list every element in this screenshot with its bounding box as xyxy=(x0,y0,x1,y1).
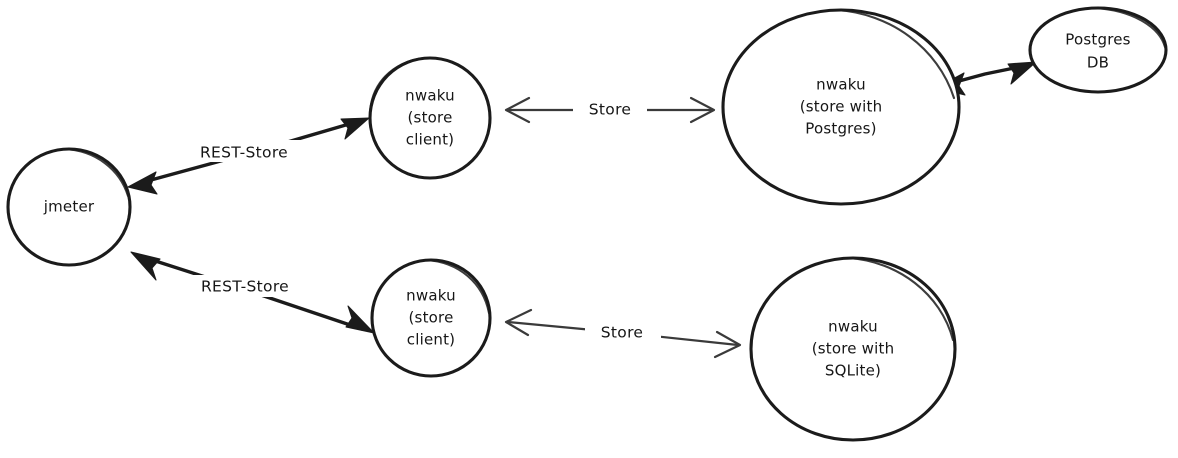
node-nwaku-postgres-label-line3: Postgres) xyxy=(805,120,876,138)
node-store-client-bottom-overdraw xyxy=(424,258,491,315)
node-nwaku-postgres-overdraw xyxy=(834,8,956,100)
node-store-client-bottom-label-line1: nwaku xyxy=(406,287,456,305)
node-nwaku-postgres-label-line2: (store with xyxy=(800,98,883,116)
edge-rest-store-bottom-label-plate xyxy=(182,275,309,297)
node-nwaku-postgres-label-line1: nwaku xyxy=(816,76,866,94)
node-jmeter-overdraw xyxy=(61,147,130,198)
node-store-client-top-overdraw xyxy=(368,56,426,116)
edge-store-bottom-arrowhead-right xyxy=(713,330,742,359)
node-store-client-bottom-label-line2: (store xyxy=(409,309,454,327)
edge-rest-store-top[interactable]: REST-Store xyxy=(127,117,370,195)
node-jmeter[interactable]: jmeter xyxy=(6,147,132,267)
node-nwaku-sqlite-label-line1: nwaku xyxy=(828,318,878,336)
edge-rest-store-top-arrowhead-left xyxy=(127,171,158,195)
edge-store-bottom-arrowhead-left xyxy=(504,308,533,337)
edge-store-top-arrowhead-left xyxy=(504,96,531,124)
edge-rest-store-top-label-plate xyxy=(181,140,306,162)
edge-store-bottom-label-plate xyxy=(585,321,661,343)
node-store-client-top-shape xyxy=(368,56,492,180)
edge-rest-store-top-label: REST-Store xyxy=(200,144,288,162)
edge-store-top-label-plate xyxy=(573,99,647,121)
node-postgres-db-label-line1: Postgres xyxy=(1065,31,1130,49)
edge-store-bottom[interactable]: Store xyxy=(504,308,742,359)
node-store-client-bottom-label-line3: client) xyxy=(407,331,455,349)
edge-postgres-db-arrowhead-right xyxy=(1007,61,1037,85)
edge-rest-store-bottom-arrowhead-right xyxy=(345,305,375,334)
node-postgres-db-label-line2: DB xyxy=(1087,54,1109,72)
node-nwaku-sqlite-label-line3: SQLite) xyxy=(825,362,881,380)
node-nwaku-sqlite[interactable]: nwaku (store with SQLite) xyxy=(749,256,957,442)
node-store-client-bottom[interactable]: nwaku (store client) xyxy=(370,258,492,378)
node-nwaku-postgres[interactable]: nwaku (store with Postgres) xyxy=(721,8,961,206)
edge-rest-store-bottom-arrowhead-left xyxy=(130,251,161,281)
edge-rest-store-top-arrowhead-right xyxy=(340,117,370,140)
edge-rest-store-bottom-label: REST-Store xyxy=(201,278,289,296)
edge-store-bottom-label: Store xyxy=(601,324,643,342)
node-jmeter-label: jmeter xyxy=(43,198,95,216)
node-store-client-top-label-line1: nwaku xyxy=(405,87,455,105)
node-nwaku-sqlite-label-line2: (store with xyxy=(812,340,895,358)
edge-store-top-arrowhead-right xyxy=(689,96,716,124)
node-postgres-db[interactable]: Postgres DB xyxy=(1028,6,1168,94)
node-store-client-top-label-line3: client) xyxy=(406,131,454,149)
node-nwaku-sqlite-overdraw xyxy=(846,256,955,342)
node-postgres-db-shape xyxy=(1028,6,1168,94)
edge-store-top[interactable]: Store xyxy=(504,96,716,124)
node-postgres-db-overdraw xyxy=(1092,6,1167,49)
edge-store-top-label: Store xyxy=(589,101,631,119)
edge-rest-store-bottom[interactable]: REST-Store xyxy=(130,251,375,334)
node-store-client-top-label-line2: (store xyxy=(408,109,453,127)
node-store-client-top[interactable]: nwaku (store client) xyxy=(368,56,492,180)
